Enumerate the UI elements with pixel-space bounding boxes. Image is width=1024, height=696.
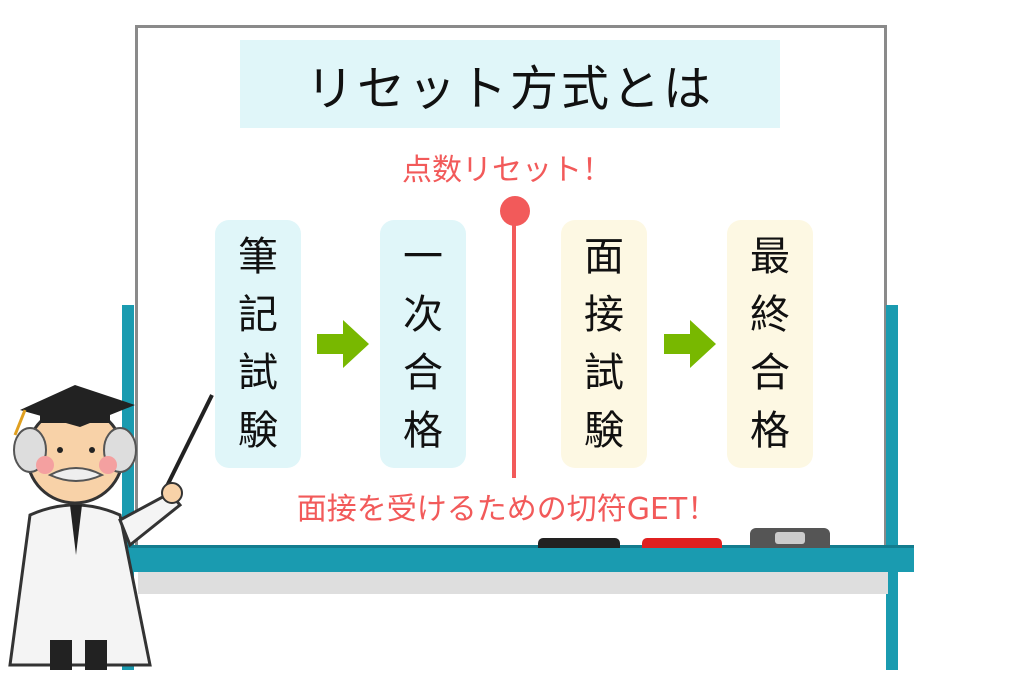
reset-dot: [500, 196, 530, 226]
tray-shadow: [138, 570, 888, 594]
professor-illustration: [8, 385, 214, 670]
step-char: 次: [403, 292, 443, 338]
page-title: リセット方式とは: [240, 40, 780, 128]
step-char: 一: [403, 234, 443, 280]
step-char: 合: [750, 350, 790, 396]
reset-line: [512, 210, 516, 478]
step-interview-exam: 面接試験: [561, 220, 647, 468]
step-char: 試: [238, 350, 278, 396]
step-final-pass: 最終合格: [727, 220, 813, 468]
step-char: 格: [403, 408, 443, 454]
step-written-exam: 筆記試験: [215, 220, 301, 468]
step-char: 最: [750, 234, 790, 280]
board-stand-right: [886, 305, 898, 670]
step-char: 格: [750, 408, 790, 454]
eraser-red: [642, 538, 722, 548]
step-char: 終: [750, 292, 790, 338]
eraser-gray: [750, 528, 830, 548]
step-char: 試: [584, 350, 624, 396]
step-char: 筆: [238, 234, 278, 280]
step-char: 験: [584, 408, 624, 454]
ticket-label: 面接を受けるための切符GET！: [296, 492, 718, 527]
step-char: 合: [403, 350, 443, 396]
step-char: 記: [238, 292, 278, 338]
step-first-pass: 一次合格: [380, 220, 466, 468]
arrow-right-icon: [317, 320, 369, 368]
board-tray: [116, 545, 914, 572]
reset-label: 点数リセット！: [402, 153, 612, 188]
arrow-right-icon: [664, 320, 716, 368]
step-char: 接: [584, 292, 624, 338]
step-char: 面: [584, 234, 624, 280]
step-char: 験: [238, 408, 278, 454]
eraser-black: [538, 538, 620, 548]
